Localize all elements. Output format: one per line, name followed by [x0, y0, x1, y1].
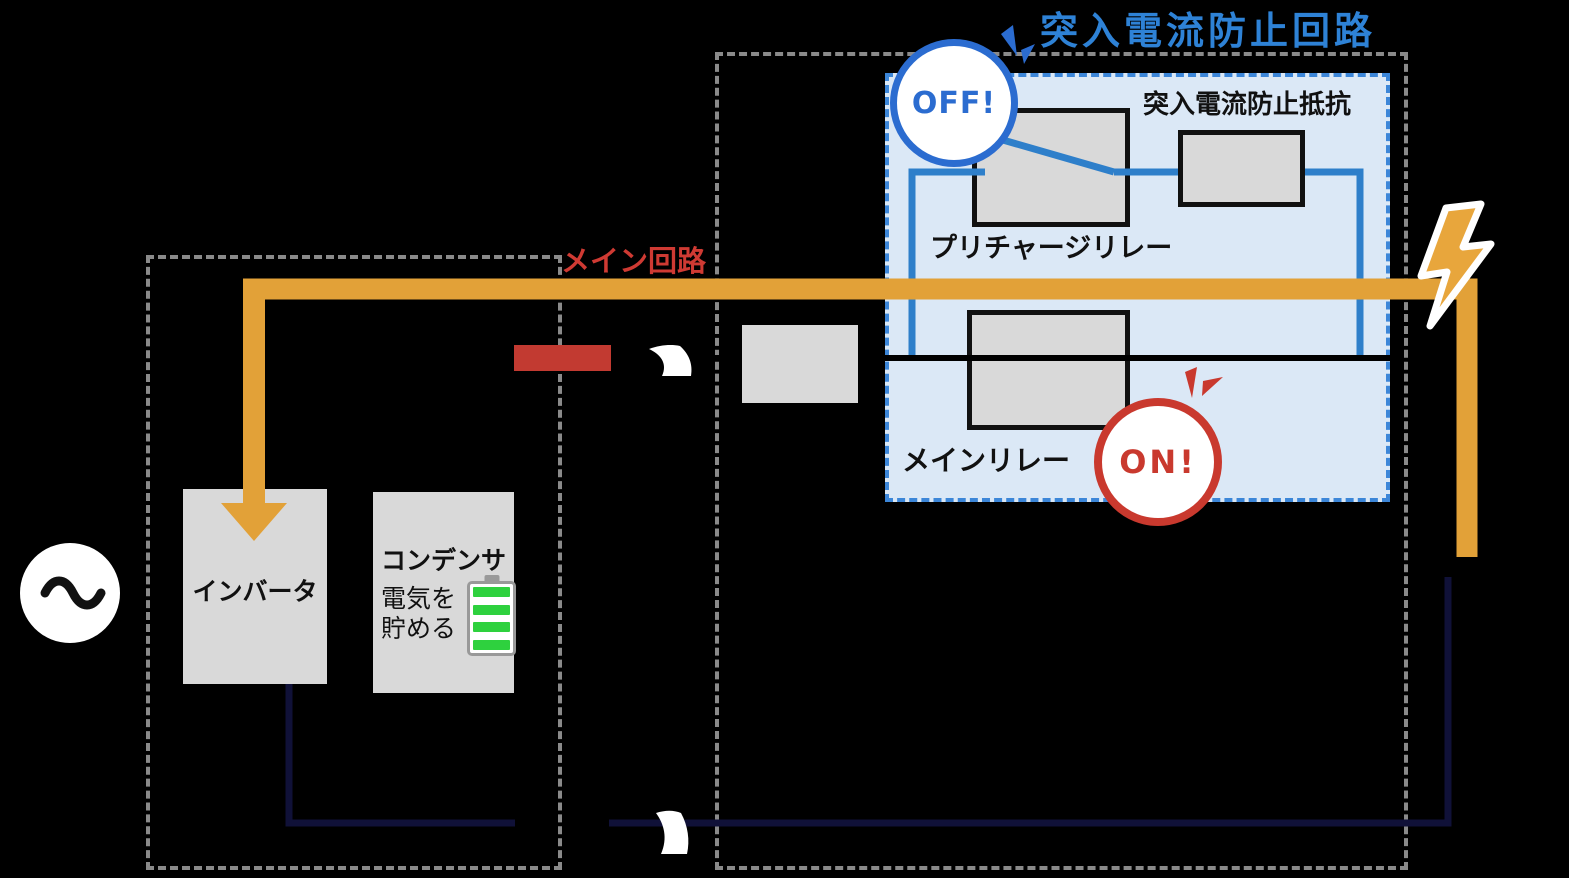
- capacitor-note-line1: 電気を: [381, 584, 457, 613]
- junction-box: [742, 325, 858, 403]
- battery-icon: [467, 575, 516, 656]
- capacitor-title-label: コンデンサ: [380, 546, 506, 575]
- main-relay-box: [967, 310, 1130, 430]
- off-badge-label: OFF!: [911, 85, 997, 121]
- cut-mark-icon-bottom: [656, 810, 689, 854]
- inverter-label: インバータ: [192, 577, 318, 606]
- on-badge: ON!: [1094, 398, 1222, 526]
- battery-cell: [473, 604, 510, 615]
- diagram-title: 突入電流防止回路: [1040, 9, 1377, 53]
- off-badge: OFF!: [890, 39, 1018, 167]
- capacitor-note-line2: 貯める: [381, 614, 457, 643]
- battery-cell: [473, 639, 510, 650]
- inrush-resistor-box: [1178, 130, 1305, 207]
- battery-cap: [484, 575, 499, 582]
- left-region-outline: [146, 255, 562, 870]
- cut-mark-icon-top: [649, 345, 692, 376]
- main-circuit-label: メイン回路: [561, 244, 707, 278]
- main-relay-label: メインリレー: [902, 444, 1071, 477]
- battery-cell: [473, 587, 510, 597]
- red-fuse-box: [514, 345, 611, 371]
- precharge-relay-label: プリチャージリレー: [930, 233, 1173, 264]
- on-badge-label: ON!: [1119, 443, 1197, 481]
- lightning-bolt-icon: [1417, 200, 1495, 330]
- ac-wave-icon: [40, 576, 106, 610]
- ac-source: [20, 543, 120, 643]
- resistor-label: 突入電流防止抵抗: [1143, 90, 1352, 120]
- battery-cell: [473, 622, 510, 633]
